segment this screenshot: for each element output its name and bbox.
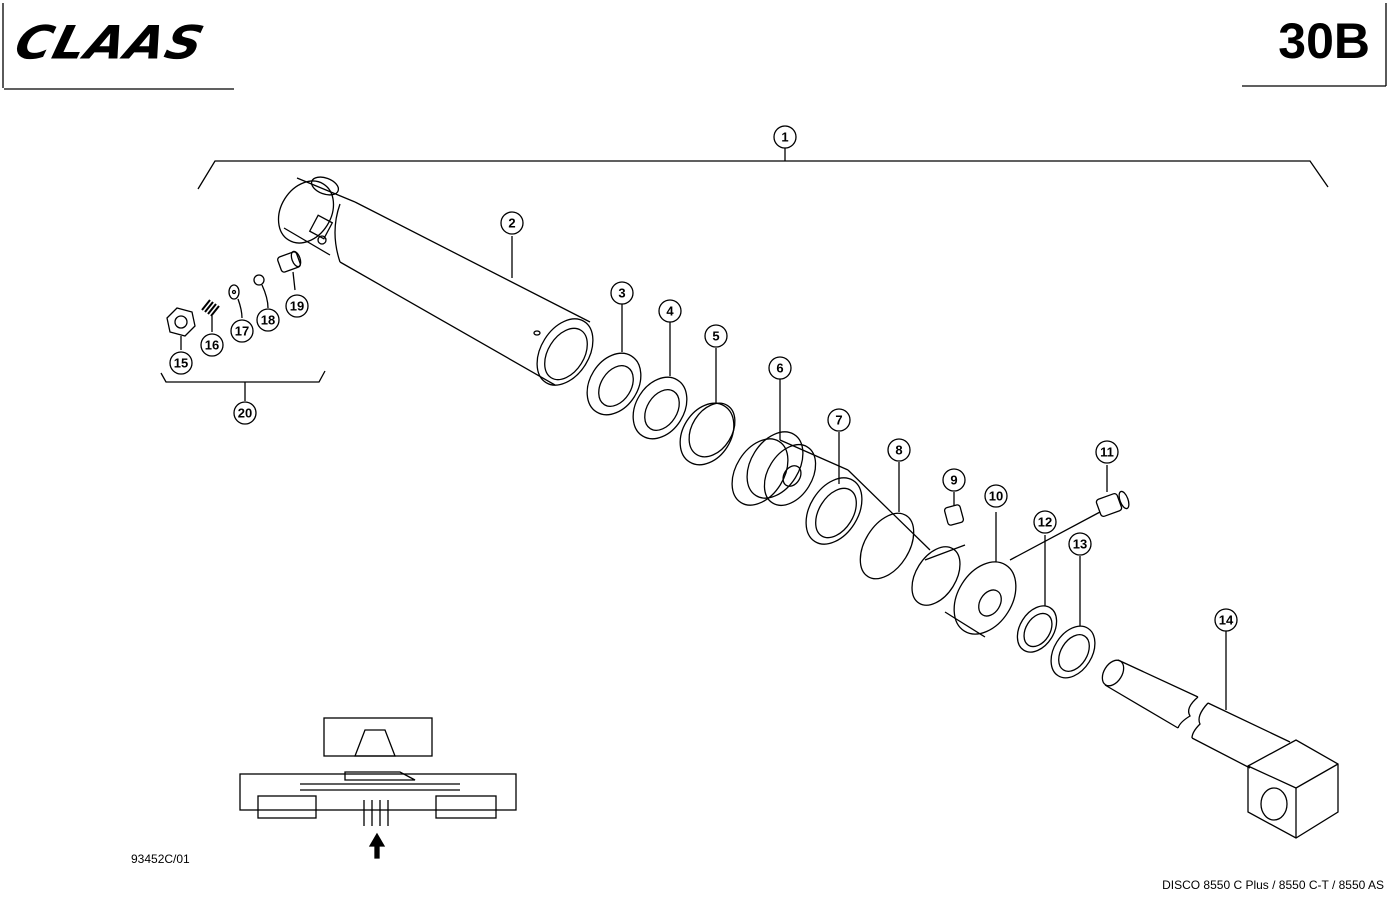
callout-label-18: 18 — [261, 313, 275, 328]
callout-label-6: 6 — [776, 361, 783, 376]
callout-circle — [658, 299, 682, 323]
callout-circle — [887, 438, 911, 462]
piston-rod — [1101, 631, 1339, 839]
callout-label-20: 20 — [238, 406, 252, 421]
callout-label-11: 11 — [1100, 445, 1114, 460]
lubrication-parts — [166, 250, 302, 350]
callout-circle — [773, 125, 797, 149]
callout-circle — [230, 319, 254, 343]
assembly-bracket — [160, 148, 1329, 401]
page-code: 30B — [1278, 13, 1370, 69]
callout-label-9: 9 — [950, 473, 957, 488]
callout-label-4: 4 — [666, 304, 674, 319]
callout-label-7: 7 — [835, 413, 842, 428]
callout-label-17: 17 — [235, 324, 249, 339]
callout-label-14: 14 — [1219, 613, 1234, 628]
drawing-number: 93452C/01 — [131, 852, 190, 866]
callout-circle — [827, 408, 851, 432]
callout-circle — [704, 324, 728, 348]
seal-rings-3-5 — [586, 304, 736, 466]
header-rules — [2, 3, 1387, 90]
callout-label-10: 10 — [989, 489, 1003, 504]
callout-circle — [1095, 440, 1119, 464]
callout-circle — [1068, 532, 1092, 556]
rings-7-8 — [805, 432, 931, 580]
callout-circle — [256, 308, 280, 332]
seals-12-13 — [1016, 535, 1096, 679]
callout-circle — [233, 401, 257, 425]
callout-label-5: 5 — [712, 329, 719, 344]
callout-label-2: 2 — [508, 216, 515, 231]
callout-label-12: 12 — [1038, 515, 1052, 530]
callout-circle — [500, 211, 524, 235]
location-inset — [239, 717, 517, 826]
callout-circle — [768, 356, 792, 380]
callout-label-3: 3 — [618, 286, 625, 301]
grease-nipple — [1095, 465, 1130, 518]
cylinder-tube — [277, 176, 594, 386]
callout-label-19: 19 — [290, 299, 304, 314]
piston — [731, 379, 849, 506]
callout-label-1: 1 — [781, 130, 788, 145]
callout-circle — [1214, 608, 1238, 632]
arrow-up-icon — [368, 832, 386, 859]
callout-circle — [169, 351, 193, 375]
callout-circle — [942, 468, 966, 492]
callout-circle — [610, 281, 634, 305]
callout-label-16: 16 — [205, 338, 219, 353]
guide-bush — [911, 492, 1101, 638]
callout-circle — [200, 333, 224, 357]
callout-circle — [1033, 510, 1057, 534]
callout-label-13: 13 — [1073, 537, 1087, 552]
callout-circle — [984, 484, 1008, 508]
callout-label-8: 8 — [895, 443, 902, 458]
model-caption: DISCO 8550 C Plus / 8550 C-T / 8550 AS — [1162, 878, 1384, 892]
callout-circle — [285, 294, 309, 318]
callout-label-15: 15 — [174, 356, 188, 371]
